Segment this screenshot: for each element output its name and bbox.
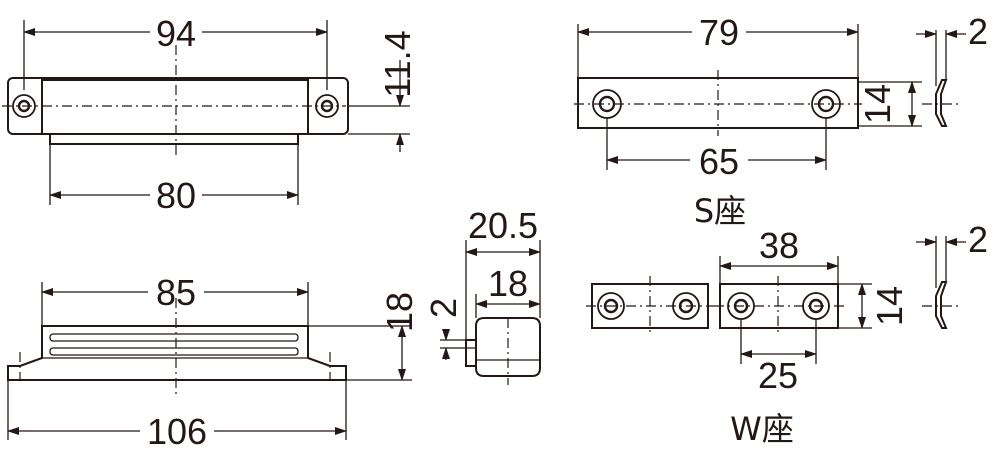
dim-s-hole-spacing: 65: [699, 141, 739, 182]
dim-w-width: 38: [759, 225, 799, 266]
s-seat-label: S座: [694, 192, 746, 230]
dim-w-hole-spacing: 25: [758, 355, 798, 396]
dim-top-inner-width: 80: [156, 175, 196, 216]
catch-front-view: 85 106 18: [7, 272, 420, 452]
w-seat-label: W座: [730, 410, 794, 448]
s-seat-plate: 79 65 14 2 S座: [574, 11, 988, 230]
dim-top-height: 11.4: [377, 30, 418, 97]
catch-top-view: 94 80 11.4: [2, 13, 418, 216]
w-seat-plate: 38 25 14 2 W座: [586, 219, 988, 448]
dim-side-body: 18: [488, 263, 528, 304]
dim-side-gap: 2: [423, 298, 464, 318]
dim-front-width: 85: [156, 272, 196, 313]
dim-s-width: 79: [699, 12, 739, 53]
dim-top-width: 94: [156, 13, 196, 54]
dim-side-depth: 20.5: [468, 205, 538, 246]
dim-s-thickness: 2: [968, 11, 988, 52]
dim-w-height: 14: [869, 286, 910, 326]
dim-front-height: 18: [379, 292, 420, 332]
dim-front-overall: 106: [147, 411, 207, 452]
dim-s-height: 14: [857, 84, 898, 124]
dim-w-thickness: 2: [968, 219, 988, 260]
catch-side-view: 20.5 18 2: [423, 205, 541, 385]
